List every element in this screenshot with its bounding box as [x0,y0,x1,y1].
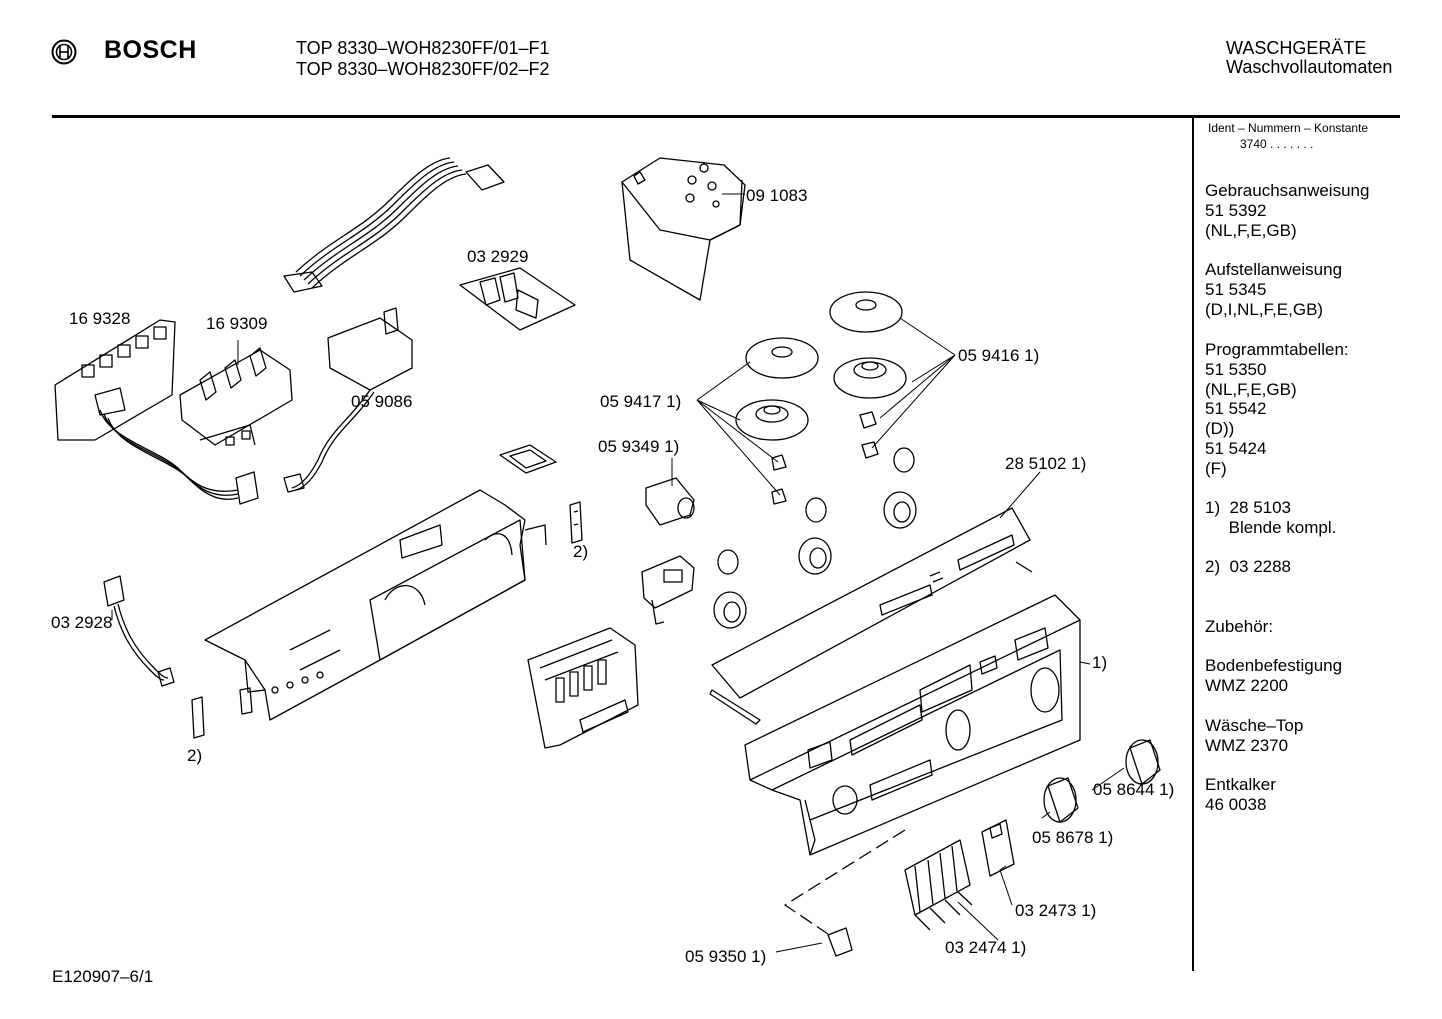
rotary-knob-right [1125,739,1161,785]
sidebar-line: (F) [1205,459,1227,478]
selector-discs [735,291,907,505]
control-frame [204,489,547,721]
part-label: 03 2473 1) [1015,901,1096,920]
bosch-armature-logo-icon [51,39,77,65]
sidebar-line: 51 5345 [1205,280,1267,299]
sidebar-line: 51 5542 [1205,399,1267,418]
category-subtitle: Waschvollautomaten [1226,57,1393,77]
retaining-clip-upper [569,501,583,544]
retaining-clip-lower [191,696,205,739]
sidebar-line: Aufstellanweisung [1205,260,1343,279]
seal-frame [499,444,557,474]
mains-switch [641,555,695,625]
part-label: 05 9417 1) [600,392,681,411]
door-lever [827,927,853,957]
part-label: 05 9350 1) [685,947,766,966]
sidebar-line: Zubehör: [1205,617,1274,636]
part-label: 03 2474 1) [945,938,1026,957]
sidebar-line: WMZ 2370 [1205,736,1289,755]
part-label: 05 9416 1) [958,346,1039,365]
header-rule [52,115,1400,118]
sidebar-line: 1) 28 5103 [1205,498,1292,517]
part-label: 03 2928 [51,613,112,632]
electronic-module [54,319,176,441]
programmer-switch [283,307,413,493]
switch-block [179,347,293,446]
sidebar-divider [1192,117,1194,971]
part-label: 03 2929 [467,247,528,266]
part-label: 16 9309 [206,314,267,333]
ident-value: 3740 . . . . . . . [1240,137,1314,151]
leader-lines [111,193,1125,953]
part-label: 05 8678 1) [1032,828,1113,847]
sidebar-line: 51 5392 [1205,201,1267,220]
interference-filter [645,477,695,526]
drawing-number: E120907–6/1 [52,967,154,986]
sidebar-line: Bodenbefestigung [1205,656,1343,675]
brand-name: BOSCH [104,36,197,64]
part-label: 16 9328 [69,309,130,328]
wire-harness-left [99,409,259,505]
sidebar-line: (D)) [1205,419,1235,438]
sidebar-line: Entkalker [1205,775,1276,794]
wire-harness-top [283,157,505,293]
part-label: 05 9086 [351,392,412,411]
push-button-block [527,627,639,749]
sidebar-line: (NL,F,E,GB) [1205,380,1297,399]
ident-label: Ident – Nummern – Konstante [1208,121,1369,135]
sidebar-line: (D,I,NL,F,E,GB) [1205,300,1324,319]
part-label: 28 5102 1) [1005,454,1086,473]
sidebar-line: Gebrauchsanweisung [1205,181,1370,200]
relay-board [459,267,576,331]
sidebar-line: Wäsche–Top [1205,716,1304,735]
gear-wheels [713,447,917,629]
sidebar-line: Programmtabellen: [1205,340,1349,359]
sidebar-line: 51 5424 [1205,439,1267,458]
sidebar-line: Blende kompl. [1205,518,1337,537]
sidebar-line: 46 0038 [1205,795,1267,814]
part-label: 09 1083 [746,186,807,205]
sidebar-line: 2) 03 2288 [1205,557,1292,576]
dash-guide-line [784,829,906,935]
rotary-knob-left [1043,777,1079,823]
sidebar-line: (NL,F,E,GB) [1205,221,1297,240]
model-line-1: TOP 8330–WOH8230FF/01–F1 [296,38,550,58]
model-line-2: TOP 8330–WOH8230FF/02–F2 [296,59,550,79]
sidebar-line: WMZ 2200 [1205,676,1289,695]
part-label: 1) [1092,653,1107,672]
part-label: 2) [573,542,588,561]
category-title: WASCHGERÄTE [1226,38,1367,58]
part-label: 2) [187,746,202,765]
exploded-parts-diagram: 09 1083 03 2929 16 9328 16 9309 05 9086 … [51,157,1174,966]
sidebar-line: 51 5350 [1205,360,1267,379]
part-label: 05 9349 1) [598,437,679,456]
push-buttons [904,819,1015,931]
part-label: 05 8644 1) [1093,780,1174,799]
indicator-lamp [103,575,175,687]
fascia-cover [709,507,1033,725]
control-panel [744,594,1081,856]
timer-motor [621,157,746,301]
